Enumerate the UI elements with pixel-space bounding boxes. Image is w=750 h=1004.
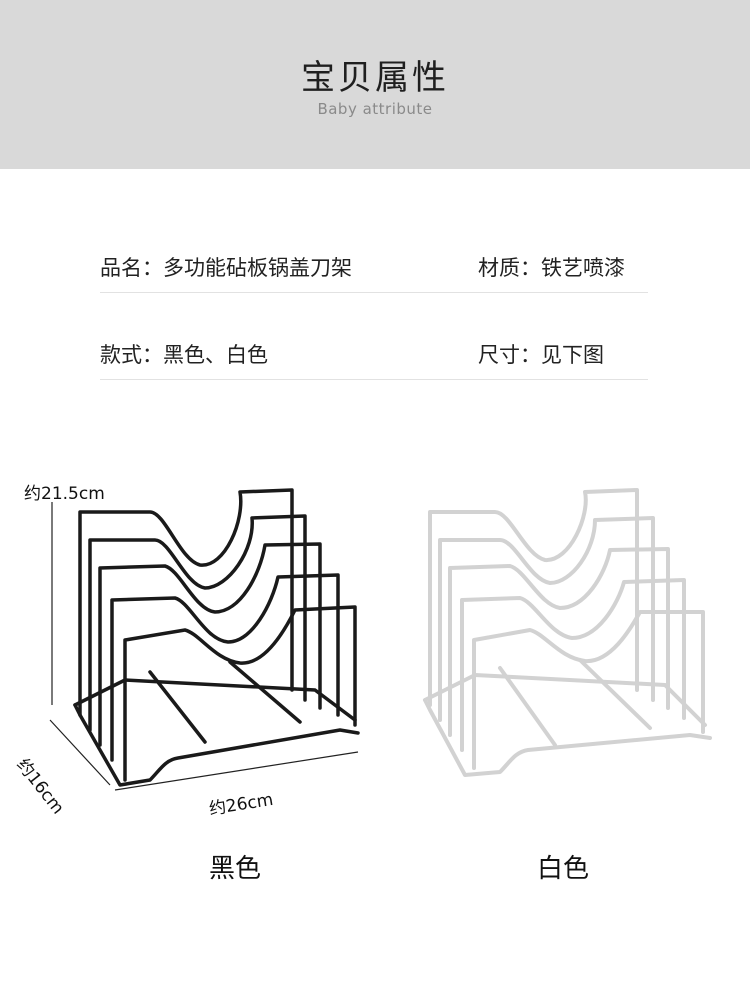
size-attribute: 尺寸：见下图	[478, 343, 604, 367]
attribute-header: 宝贝属性 Baby attribute	[0, 0, 750, 169]
material-attribute: 材质：铁艺喷漆	[478, 256, 625, 280]
attribute-row-2: 款式：黑色、白色 尺寸：见下图	[100, 339, 648, 380]
white-color-label: 白色	[536, 854, 589, 884]
attribute-row-1: 品名：多功能砧板锅盖刀架 材质：铁艺喷漆	[100, 252, 648, 293]
white-rack-wires	[423, 488, 712, 777]
dimension-lines	[49, 502, 359, 791]
page-title: 宝贝属性	[301, 58, 449, 98]
page-subtitle: Baby attribute	[317, 100, 433, 118]
style-attribute: 款式：黑色、白色	[100, 343, 268, 367]
black-color-label: 黑色	[208, 854, 261, 884]
black-rack-wires	[73, 488, 360, 787]
height-dimension-label: 约21.5cm	[24, 484, 105, 504]
product-name-attribute: 品名：多功能砧板锅盖刀架	[100, 256, 352, 280]
